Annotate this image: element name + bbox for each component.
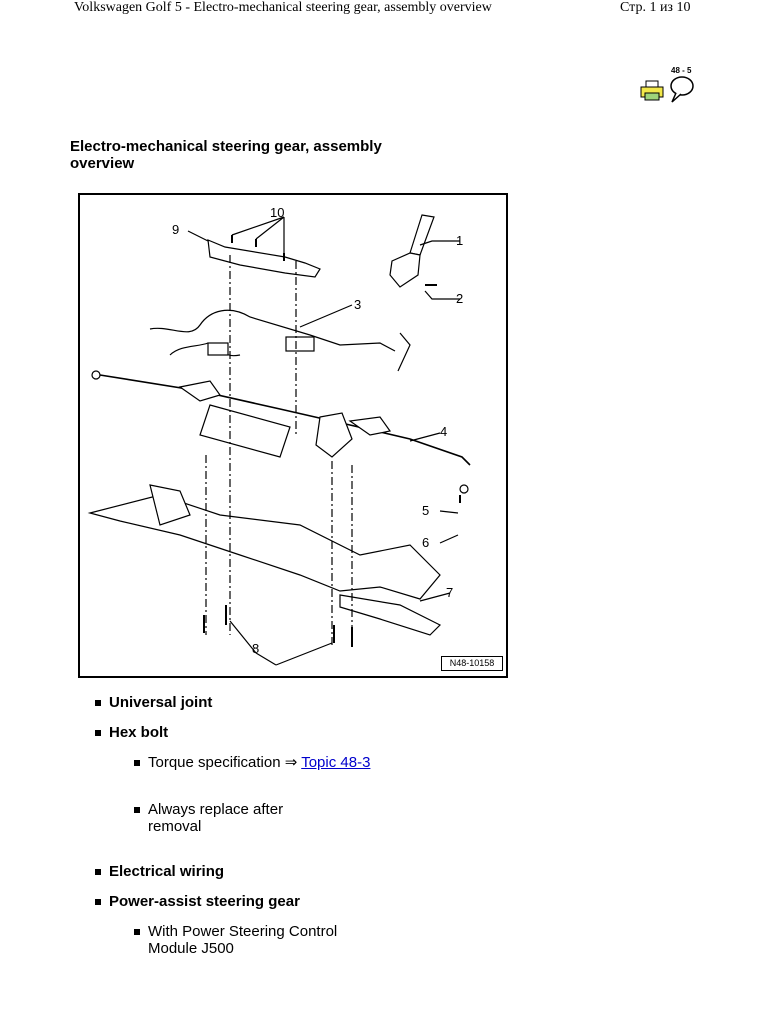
sub-item-always-replace: Always replace after removal	[148, 801, 284, 835]
callout-8: 8	[252, 641, 260, 656]
electrical-wiring	[149, 309, 396, 357]
sub-bullet	[134, 929, 140, 935]
reference-label: 48 - 5	[671, 66, 692, 75]
steering-rack	[99, 374, 471, 466]
list-item-electrical-wiring: Electrical wiring	[109, 863, 225, 880]
bullet	[95, 869, 101, 875]
topic-link[interactable]: Topic 48-3	[301, 754, 371, 771]
heat-shield	[207, 239, 321, 278]
subframe	[87, 494, 441, 600]
bullet	[95, 899, 101, 905]
sub-item-text: Torque specification ⇒	[148, 754, 302, 771]
callout-5: 5	[422, 503, 430, 518]
callout-1: 1	[456, 233, 464, 248]
bullet	[95, 700, 101, 706]
page-title: Electro-mechanical steering gear, assemb…	[70, 138, 382, 172]
speech-bubble-icon[interactable]	[666, 74, 696, 104]
sub-item-control-module: With Power Steering Control Module J500	[148, 923, 338, 957]
assembly-diagram: 1 2 3 4 5 6 7 8 9 10 N48-10158	[78, 193, 508, 678]
page-indicator: Стр. 1 из 10	[620, 0, 691, 15]
sub-bullet	[134, 760, 140, 766]
callout-9: 9	[172, 222, 180, 237]
callout-6: 6	[422, 535, 430, 550]
list-item-hex-bolt: Hex bolt	[109, 724, 169, 741]
universal-joint	[409, 214, 435, 256]
callout-2: 2	[456, 291, 464, 306]
list-item-universal-joint: Universal joint	[109, 694, 213, 711]
figure-id: N48-10158	[441, 656, 503, 671]
callout-3: 3	[354, 297, 362, 312]
callout-10: 10	[270, 205, 285, 220]
bullet	[95, 730, 101, 736]
list-item-power-assist-steering-gear: Power-assist steering gear	[109, 893, 300, 910]
sub-bullet	[134, 807, 140, 813]
callout-7: 7	[446, 585, 454, 600]
sub-item-torque-specification: Torque specification ⇒ Topic 48-3	[148, 754, 378, 771]
document-title: Volkswagen Golf 5 - Electro-mechanical s…	[74, 0, 492, 15]
callout-4: 4	[440, 424, 448, 439]
printer-icon[interactable]	[640, 80, 664, 102]
